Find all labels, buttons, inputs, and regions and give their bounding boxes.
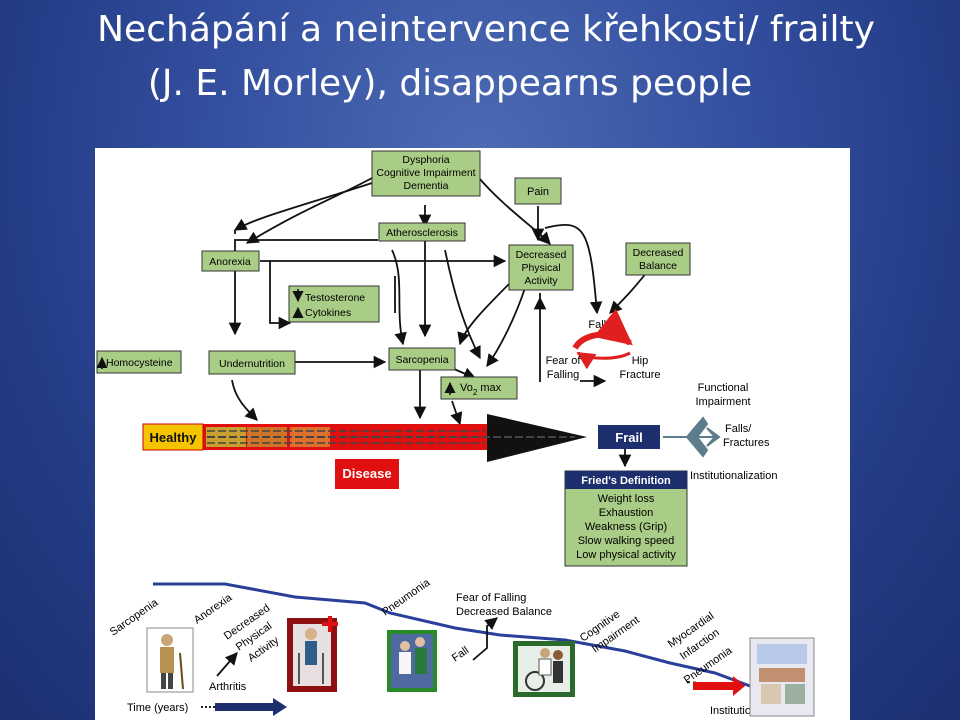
tl-arthritis: Arthritis xyxy=(209,681,247,693)
box-undernutrition-label: Undernutrition xyxy=(219,358,285,370)
box-frail: Frail xyxy=(598,416,721,458)
frieds-item: Exhaustion xyxy=(599,507,653,519)
illustration-wheelchair xyxy=(513,641,575,697)
disease-label: Disease xyxy=(342,466,391,481)
box-dysphoria-line2: Cognitive Impairment xyxy=(376,167,475,179)
fear-of-falling-line1: Fear of xyxy=(546,355,582,367)
frieds-item: Weight loss xyxy=(598,493,655,505)
falls-fractures-line2: Fractures xyxy=(723,437,770,449)
box-decreased-physical-activity: Decreased Physical Activity xyxy=(508,244,574,291)
falls-label: Falls xyxy=(588,319,612,331)
box-testosterone-line2: Cytokines xyxy=(305,307,351,319)
box-dysphoria-line1: Dysphoria xyxy=(402,154,449,166)
box-sarcopenia: Sarcopenia xyxy=(388,347,456,371)
frailty-diagram-panel: Dysphoria Cognitive Impairment Dementia … xyxy=(95,148,850,720)
tl-decreased-balance: Decreased Balance xyxy=(456,606,552,618)
frailty-diagram: Dysphoria Cognitive Impairment Dementia … xyxy=(96,150,815,717)
frieds-item: Weakness (Grip) xyxy=(585,521,667,533)
frieds-title: Fried's Definition xyxy=(581,475,671,487)
tl-time-label: Time (years) xyxy=(127,702,188,714)
box-balance-line1: Decreased xyxy=(633,247,684,259)
box-pain-label: Pain xyxy=(527,186,549,198)
box-disease: Disease xyxy=(335,459,399,489)
decline-timeline: Sarcopenia Anorexia Decreased Physical A… xyxy=(108,576,815,717)
illustration-elderly-with-cane xyxy=(146,627,194,693)
box-sarcopenia-label: Sarcopenia xyxy=(395,354,448,366)
box-vo2max-label: Vo2 max xyxy=(460,382,502,397)
functional-impairment-line1: Functional xyxy=(698,382,749,394)
healthy-label: Healthy xyxy=(150,430,198,445)
box-pain: Pain xyxy=(514,177,562,205)
illustration-walker-hospital xyxy=(287,616,338,692)
slide-title-line2: (J. E. Morley), disappearns people xyxy=(147,63,753,104)
functional-impairment: Functional Impairment xyxy=(695,382,750,408)
box-undernutrition: Undernutrition xyxy=(208,350,296,375)
institutionalization-label: Institutionalization xyxy=(690,470,777,482)
box-homocysteine: Homocysteine xyxy=(96,350,182,374)
frieds-item: Slow walking speed xyxy=(578,535,675,547)
illustration-nursing-home xyxy=(749,637,815,717)
box-anorexia: Anorexia xyxy=(201,250,260,272)
box-dpa-line3: Activity xyxy=(524,275,558,287)
box-anorexia-label: Anorexia xyxy=(209,256,251,268)
box-dpa-line1: Decreased xyxy=(516,249,567,261)
falls-cycle: Falls Fear of Falling Hip Fracture xyxy=(546,308,661,381)
falls-fractures: Falls/ Fractures xyxy=(723,423,770,449)
functional-impairment-line2: Impairment xyxy=(695,396,750,408)
illustration-caregiver xyxy=(387,630,437,692)
box-atherosclerosis: Atherosclerosis xyxy=(378,222,466,242)
connector-arrows xyxy=(228,177,651,468)
box-dpa-line2: Physical xyxy=(521,262,560,274)
box-homocysteine-label: Homocysteine xyxy=(106,357,173,369)
tl-pneumonia1: Pneumonia xyxy=(380,576,433,618)
box-dysphoria-line3: Dementia xyxy=(404,180,449,192)
tl-fall: Fall xyxy=(450,644,471,664)
frail-label: Frail xyxy=(615,430,642,445)
tl-fear-of-falling: Fear of Falling xyxy=(456,592,526,604)
box-testosterone-cytokines: Testosterone Cytokines xyxy=(288,285,380,323)
box-decreased-balance: Decreased Balance xyxy=(625,242,691,276)
hip-fracture-line1: Hip xyxy=(632,355,649,367)
box-atherosclerosis-label: Atherosclerosis xyxy=(386,227,458,239)
box-vo2max: Vo2 max xyxy=(440,376,518,400)
slide-title-line1: Nechápání a neintervence křehkosti/ frai… xyxy=(97,9,875,50)
box-dysphoria: Dysphoria Cognitive Impairment Dementia xyxy=(371,150,481,197)
tl-anorexia: Anorexia xyxy=(192,591,235,626)
box-testosterone-line1: Testosterone xyxy=(305,292,365,304)
fear-of-falling-line2: Falling xyxy=(547,369,579,381)
hip-fracture-line2: Fracture xyxy=(620,369,661,381)
falls-fractures-line1: Falls/ xyxy=(725,423,752,435)
frieds-item: Low physical activity xyxy=(576,549,676,561)
box-balance-line2: Balance xyxy=(639,260,677,272)
frieds-definition-box: Fried's Definition Weight loss Exhaustio… xyxy=(564,470,688,567)
healthy-frail-progression-bar: Healthy xyxy=(142,414,587,462)
